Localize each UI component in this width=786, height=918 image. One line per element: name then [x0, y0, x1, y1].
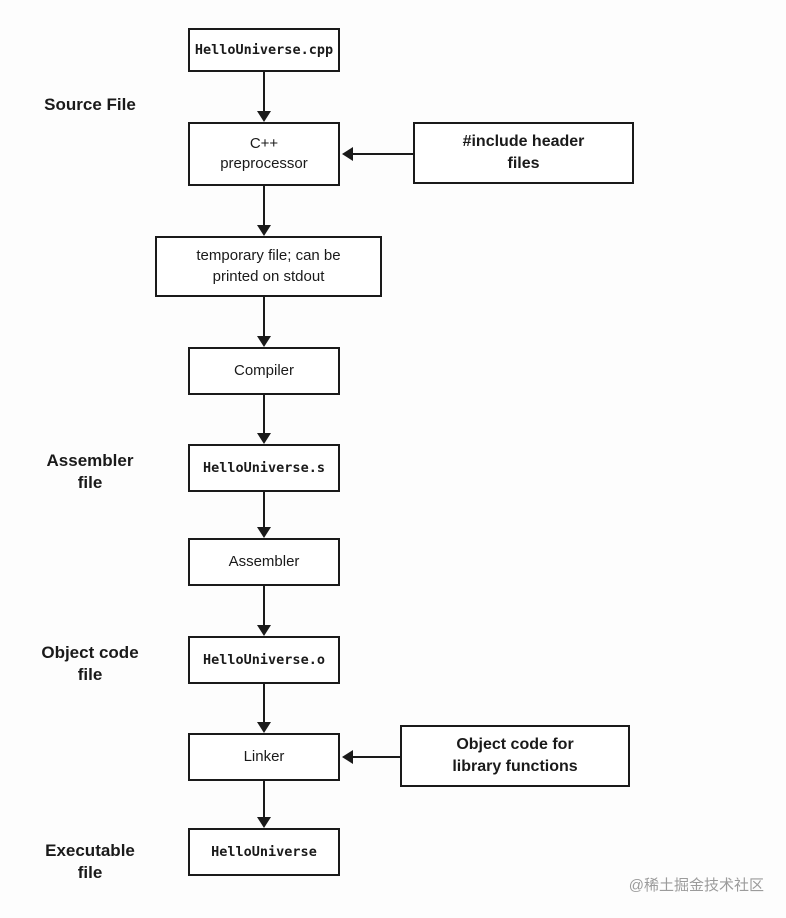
arrow-library-to-linker [342, 750, 400, 764]
source-file-label: Source File [44, 95, 136, 114]
source-file-node: HelloUniverse.cpp [188, 28, 340, 72]
object-file-node: HelloUniverse.o [188, 636, 340, 684]
assembler-file-label: Assembler file [46, 451, 134, 493]
arrow-source-to-preprocessor [257, 72, 271, 122]
watermark-text: @稀土掘金技术社区 [628, 877, 764, 894]
executable-file-label: Executable file [45, 841, 135, 883]
assembler-node: Assembler [188, 538, 340, 586]
compiler-node: Compiler [188, 347, 340, 395]
arrow-linker-to-executable [257, 781, 271, 828]
assembler-file-node: HelloUniverse.s [188, 444, 340, 492]
preprocessor-node: C++ preprocessor [188, 122, 340, 186]
object-library-annotation: Object code for library functions [400, 725, 630, 787]
arrow-assembler-to-objectfile [257, 586, 271, 636]
arrow-compiler-to-assemblerfile [257, 395, 271, 444]
linker-node: Linker [188, 733, 340, 781]
temp-file-node: temporary file; can be printed on stdout [155, 236, 382, 297]
arrow-headers-to-preprocessor [342, 147, 413, 161]
executable-node: HelloUniverse [188, 828, 340, 876]
arrow-assemblerfile-to-assembler [257, 492, 271, 538]
arrow-objectfile-to-linker [257, 684, 271, 733]
arrow-preprocessor-to-tempfile [257, 186, 271, 236]
object-code-file-label: Object code file [41, 643, 139, 685]
include-headers-annotation: #include header files [413, 122, 634, 184]
arrow-tempfile-to-compiler [257, 297, 271, 347]
